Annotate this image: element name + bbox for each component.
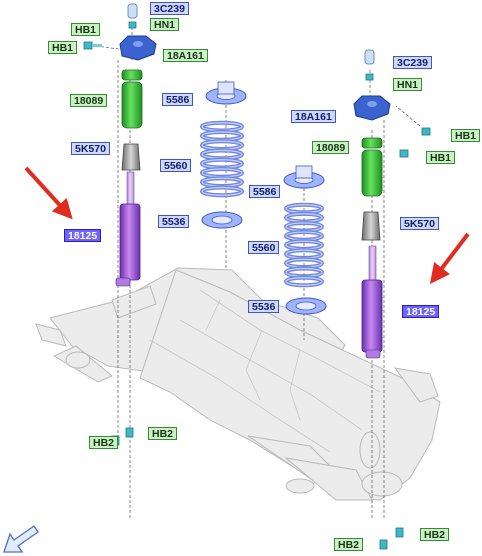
callout-3c239-left[interactable]: 3C239 (150, 2, 189, 15)
callout-18125-left[interactable]: 18125 (64, 229, 102, 242)
left-shock-absorber (115, 171, 141, 287)
callout-hb1-left-mid[interactable]: HB1 (48, 41, 78, 54)
right-upper-mount (353, 49, 431, 158)
red-arrow-right (429, 232, 470, 284)
callout-hb2-right-a[interactable]: HB2 (334, 538, 364, 551)
callout-5k570-right[interactable]: 5K570 (400, 217, 439, 230)
callout-5536-right[interactable]: 5536 (248, 300, 280, 313)
left-spring-seat-top (205, 81, 247, 105)
left-dust-boot (121, 69, 143, 129)
callout-18a161-left[interactable]: 18A161 (163, 49, 208, 62)
callout-5k570-left[interactable]: 5K570 (71, 142, 110, 155)
callout-hb1-right-top[interactable]: HB1 (451, 129, 481, 142)
center-coil-spring (284, 202, 324, 288)
callout-5560-right[interactable]: 5560 (248, 241, 280, 254)
red-arrow-left (24, 166, 73, 220)
callout-18089-left[interactable]: 18089 (70, 94, 108, 107)
callout-hn1-left[interactable]: HN1 (150, 18, 180, 31)
callout-5536-left[interactable]: 5536 (158, 215, 190, 228)
spring-coil-highlight (285, 277, 323, 286)
callout-5586-left[interactable]: 5586 (162, 93, 194, 106)
callout-hb1-right-mid[interactable]: HB1 (426, 151, 456, 164)
center-spring-seat-bottom (285, 297, 327, 315)
callout-hb2-left-b[interactable]: HB2 (148, 427, 178, 440)
callout-hb1-left-top[interactable]: HB1 (71, 23, 101, 36)
callout-18089-right[interactable]: 18089 (312, 141, 350, 154)
subframe-detail-lines (149, 289, 381, 453)
callout-hn1-right[interactable]: HN1 (393, 78, 423, 91)
right-dust-boot (361, 137, 383, 197)
callout-18125-right[interactable]: 18125 (402, 305, 440, 318)
right-bump-stop (361, 211, 381, 241)
center-spring-seat-top (283, 165, 325, 189)
rear-subframe (35, 267, 441, 501)
callout-hb2-right-b[interactable]: HB2 (420, 528, 450, 541)
callout-18a161-right[interactable]: 18A161 (291, 110, 336, 123)
callout-hb2-left-a[interactable]: HB2 (89, 436, 119, 449)
callout-5586-right[interactable]: 5586 (249, 185, 281, 198)
blue-outline-arrow-icon[interactable] (3, 525, 39, 553)
callout-5560-left[interactable]: 5560 (160, 159, 192, 172)
right-shock-absorber (361, 245, 383, 359)
left-upper-mount (83, 3, 157, 61)
left-spring-seat-bottom (201, 211, 243, 229)
left-coil-spring (200, 120, 244, 198)
spring-coil-highlight (201, 186, 243, 196)
left-bump-stop (121, 143, 141, 171)
callout-3c239-right[interactable]: 3C239 (393, 56, 432, 69)
